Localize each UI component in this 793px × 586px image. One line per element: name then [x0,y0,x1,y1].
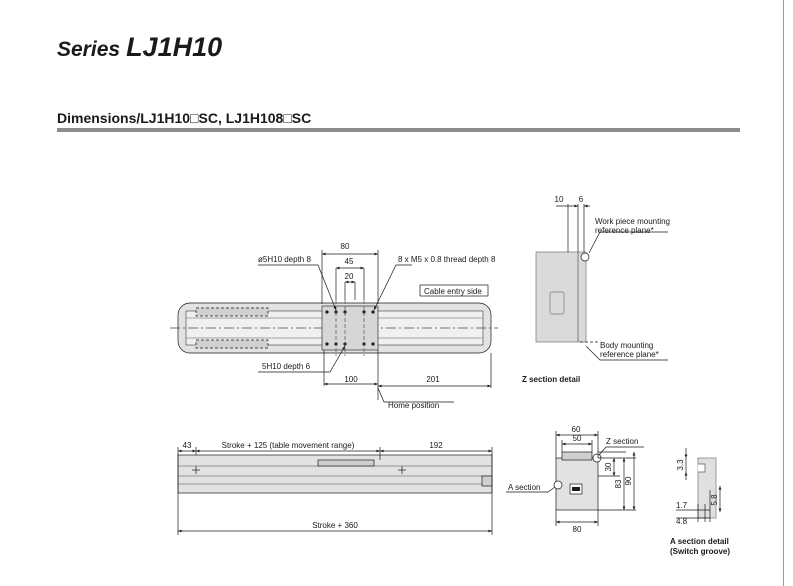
z-section-detail [535,204,668,361]
table-holes [325,310,375,346]
leader-z-section [598,446,644,456]
table-hole [325,310,329,314]
end-view [506,431,644,526]
z-section-label: Z section [606,437,638,446]
series-prefix: Series [57,38,121,61]
leader-home [377,387,454,403]
body-label-2: reference plane* [600,350,659,359]
cable-entry-label: Cable entry side [424,287,482,296]
top-view-table [321,305,379,351]
work-piece-label-2: reference plane* [595,226,654,235]
heading-rule [57,128,740,132]
body-label-1: Body mounting [600,341,653,350]
dim-4-8-label: 4.8 [676,517,688,526]
dim-80-end-label: 80 [573,525,582,534]
dim-60-label: 60 [572,425,581,434]
top-view-cover-left-bottom [195,339,269,349]
z-ref-point-top [580,252,590,262]
z-section-caption: Z section detail [522,375,580,384]
dim-1-7-label: 1.7 [676,501,688,510]
dim-3-3-label: 3.3 [676,459,685,471]
dim-6-label: 6 [579,195,584,204]
leader-work-piece [588,231,668,254]
z-section-labels: 10 6 Work piece mounting reference plane… [522,195,670,384]
dim-50-label: 50 [573,434,582,443]
stroke-range-label: Stroke + 125 (table movement range) [222,441,355,450]
z-inner-pocket [549,291,565,315]
work-piece-label-1: Work piece mounting [595,217,670,226]
a-section-label: A section [508,483,540,492]
leader-bottom-hole [258,345,346,373]
table-hole [325,342,329,346]
dim-43-label: 43 [183,441,192,450]
cable-entry-box [419,284,489,297]
dim-201-label: 201 [426,375,440,384]
a-section-caption-1: A section detail [670,537,729,546]
a-section-caption-2: (Switch groove) [670,547,730,556]
dim-90-label: 90 [624,476,633,485]
home-position-label: Home position [388,401,439,410]
dim-80-label: 80 [341,242,350,251]
side-view-table [317,459,375,467]
page-edge-line [783,0,784,586]
series-model: LJ1H10 [126,32,223,62]
thread-label: 8 x M5 x 0.8 thread depth 8 [398,255,496,264]
stroke-total-label: Stroke + 360 [312,521,358,530]
dim-100-label: 100 [344,375,358,384]
dim-30-label: 30 [604,462,613,471]
dim-20-label: 20 [345,272,354,281]
a-section-detail [676,448,722,522]
top-view [170,250,498,403]
leader-body [585,345,668,361]
dim-45-label: 45 [345,257,354,266]
side-view [177,447,493,535]
side-view-mount-marks [192,466,406,474]
section-heading: Dimensions/LJ1H10□SC, LJ1H108□SC [57,110,312,126]
pin-hole-label: ø5H10 depth 8 [258,255,311,264]
a-section-labels: 3.3 1.7 4.8 5.8 A section detail (Switch… [670,459,730,556]
top-view-cover-left [195,307,269,317]
table-hole [371,342,375,346]
dim-5-8-label: 5.8 [710,494,719,506]
leader-pin-hole [258,264,337,311]
dim-192-label: 192 [429,441,443,450]
end-view-labels: 60 50 Z section 30 83 90 A section 80 [508,425,638,534]
z-body [535,251,587,343]
bottom-hole-label: 5H10 depth 6 [262,362,311,371]
side-view-end-cap [481,475,493,487]
end-view-top [561,451,593,461]
table-hole [371,310,375,314]
leader-a-section [506,486,556,493]
side-view-labels: 43 Stroke + 125 (table movement range) 1… [183,441,444,530]
a-section-circle [553,480,563,490]
dim-10-label: 10 [555,195,564,204]
top-view-labels: 80 45 20 ø5H10 depth 8 8 x M5 x 0.8 thre… [258,242,496,410]
dim-83-label: 83 [614,479,623,488]
leader-thread [373,264,412,311]
